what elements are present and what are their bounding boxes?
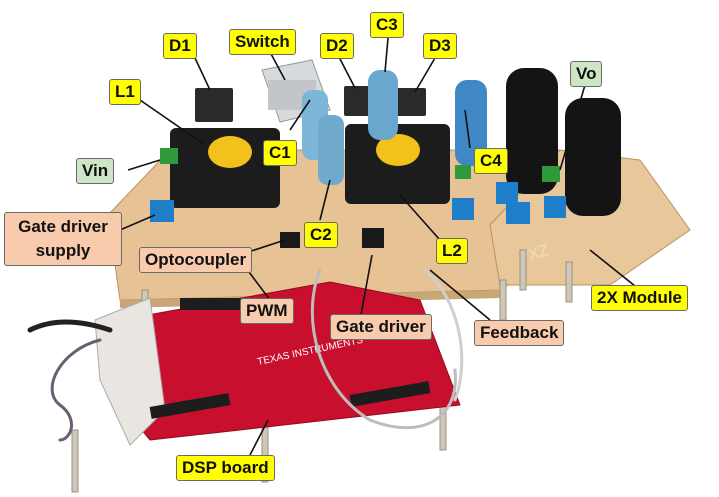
label-gate-driver-supply: Gate driver supply bbox=[4, 212, 122, 266]
label-vo: Vo bbox=[570, 61, 603, 87]
cables bbox=[27, 268, 464, 442]
label-c4: C4 bbox=[474, 148, 508, 174]
label-c1: C1 bbox=[263, 140, 297, 166]
label-pwm: PWM bbox=[240, 298, 294, 324]
label-c3: C3 bbox=[370, 12, 404, 38]
label-d2: D2 bbox=[320, 33, 354, 59]
label-dsp-board: DSP board bbox=[176, 455, 275, 481]
capacitors bbox=[302, 68, 621, 216]
label-d1: D1 bbox=[163, 33, 197, 59]
label-vin: Vin bbox=[76, 158, 115, 184]
label-gate-driver: Gate driver bbox=[330, 314, 432, 340]
terminal-blocks bbox=[150, 148, 566, 224]
inductor-l1 bbox=[170, 128, 280, 208]
label-switch: Switch bbox=[229, 29, 296, 55]
callout-pointers bbox=[119, 37, 641, 456]
inductor-l2 bbox=[345, 124, 450, 204]
label-l1: L1 bbox=[109, 79, 141, 105]
label-feedback: Feedback bbox=[474, 320, 565, 346]
label-d3: D3 bbox=[423, 33, 457, 59]
label-c2: C2 bbox=[304, 222, 338, 248]
chips bbox=[280, 228, 384, 248]
label-optocoupler: Optocoupler bbox=[139, 247, 253, 273]
label-l2: L2 bbox=[436, 238, 468, 264]
label-2x-module: 2X Module bbox=[591, 285, 689, 311]
svg-text:XZ: XZ bbox=[527, 242, 551, 264]
